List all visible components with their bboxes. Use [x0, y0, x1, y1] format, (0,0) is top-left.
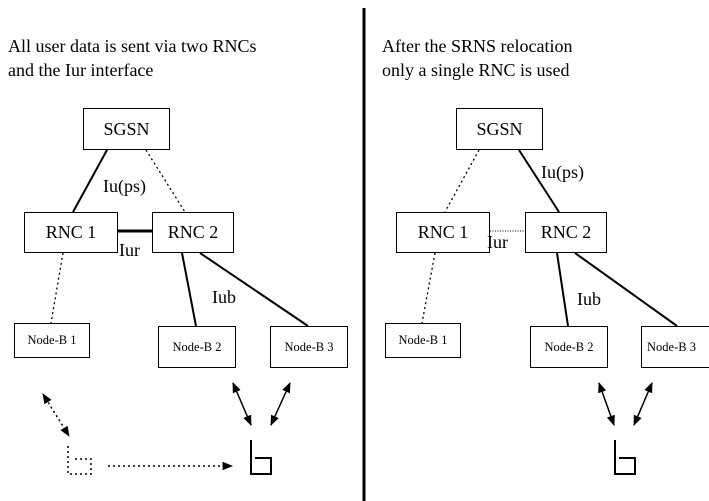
rnc1-box: RNC 1	[396, 212, 490, 253]
nodeb1-box: Node-B 1	[385, 323, 461, 358]
left-caption-line1: All user data is sent via two RNCs	[8, 36, 257, 56]
link-sgsn-rnc1	[444, 149, 480, 213]
nodeb3-box: Node-B 3	[270, 326, 348, 368]
sgsn-box: SGSN	[83, 108, 170, 150]
link-rnc1-nodeb1	[50, 252, 64, 324]
link-rnc2-nodeb2	[181, 252, 197, 327]
rnc2-box: RNC 2	[152, 212, 234, 253]
iu-label: Iu(ps)	[103, 176, 146, 196]
iur-label: Iur	[487, 232, 508, 252]
radio-nodeb3-phone	[633, 382, 653, 426]
link-sgsn-rnc2	[145, 149, 186, 213]
radio-nodeb2-phone	[598, 382, 615, 426]
link-rnc2-nodeb3	[574, 252, 678, 327]
rnc2-box: RNC 2	[525, 212, 607, 253]
iub-label: Iub	[212, 287, 236, 307]
link-rnc2-nodeb3	[199, 252, 309, 327]
radio-nodeb2-phone	[232, 382, 252, 426]
link-rnc2-nodeb2	[556, 252, 569, 327]
link-sgsn-rnc1	[72, 149, 108, 213]
phone-icon	[250, 440, 272, 475]
phone-icon-old-position	[67, 446, 92, 475]
nodeb1-box: Node-B 1	[14, 323, 90, 358]
left-caption-line2: and the Iur interface	[8, 60, 154, 80]
iub-label: Iub	[577, 289, 601, 309]
nodeb2-box: Node-B 2	[158, 326, 236, 368]
link-rnc1-nodeb1	[421, 252, 436, 324]
phone-icon	[614, 440, 636, 475]
nodeb2-box: Node-B 2	[530, 326, 608, 368]
iu-label: Iu(ps)	[541, 162, 584, 182]
sgsn-box: SGSN	[456, 108, 543, 150]
right-caption-line2: only a single RNC is used	[382, 60, 570, 80]
link-sgsn-rnc2	[518, 149, 560, 213]
radio-nodeb1-phone-old	[42, 393, 70, 437]
nodeb3-box: Node-B 3	[641, 326, 709, 368]
radio-nodeb3-phone	[270, 382, 291, 426]
right-caption-line1: After the SRNS relocation	[382, 36, 573, 56]
rnc1-box: RNC 1	[24, 212, 118, 253]
iur-label: Iur	[119, 240, 140, 260]
